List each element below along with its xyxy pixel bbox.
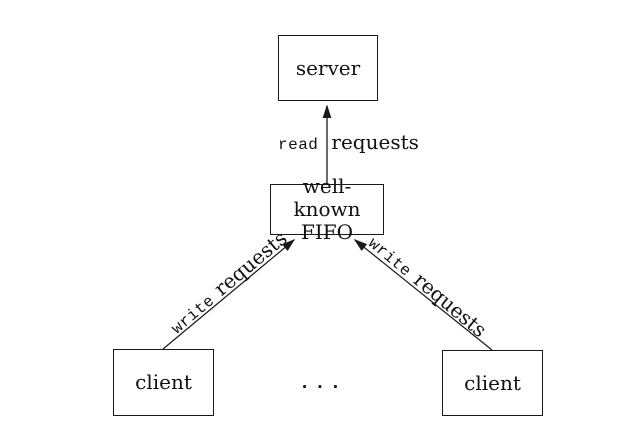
read-requests-code-word: read [278, 136, 319, 154]
clients-ellipsis: ... [298, 372, 346, 394]
client-right-label: client [464, 370, 521, 395]
node-well-known-fifo: well-known FIFO [270, 175, 384, 244]
node-client-right: client [442, 350, 543, 416]
server-label: server [295, 55, 361, 80]
fifo-label-line2: FIFO [300, 220, 354, 244]
write-requests-arrow-left [162, 239, 296, 350]
fifo-label-line1: well-known [293, 174, 361, 221]
node-client-left: client [113, 349, 214, 416]
read-requests-rest-word: requests [331, 130, 419, 154]
read-requests-label: read requests [278, 130, 419, 154]
client-left-label: client [135, 370, 192, 394]
write-requests-arrow-right [353, 239, 493, 351]
node-server: server [278, 35, 378, 101]
